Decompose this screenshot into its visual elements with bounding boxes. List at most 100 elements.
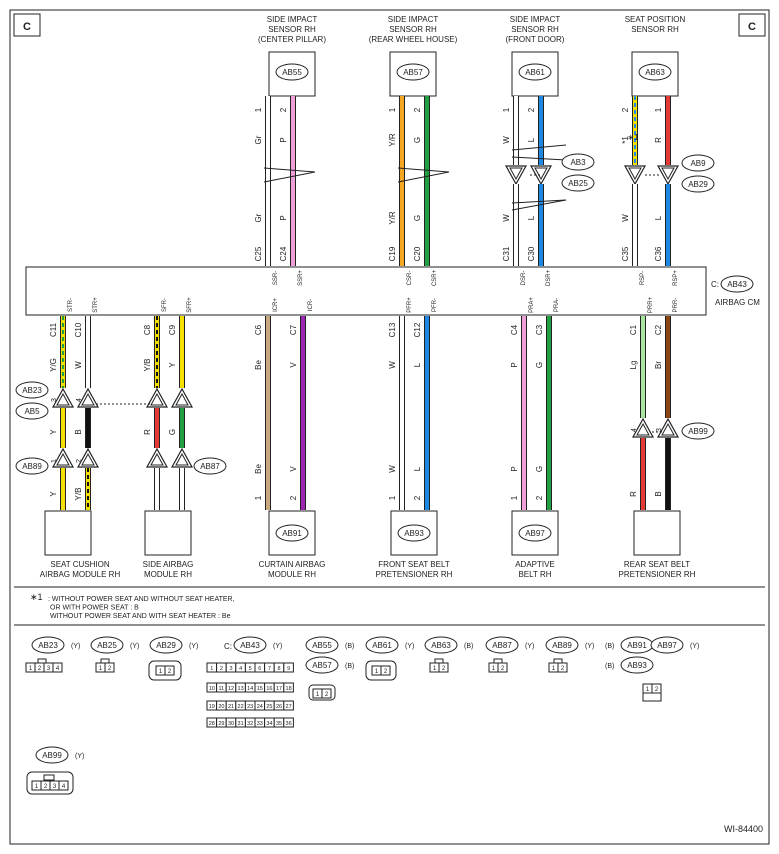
terminal-triangle-inner — [628, 167, 642, 181]
pin-cell — [164, 665, 175, 676]
pin-label: 2 — [442, 666, 446, 672]
connector-id: AB61 — [372, 641, 392, 650]
wire-color-code: R — [654, 137, 663, 143]
pin-label: 2 — [220, 666, 223, 672]
signal-name: PRA- — [554, 298, 560, 312]
pin-label: 36 — [286, 721, 292, 727]
pin-cell — [52, 662, 63, 673]
device-title: SENSOR RH — [389, 25, 437, 34]
device-title: BELT RH — [518, 570, 551, 579]
figure-id: WI-84400 — [724, 824, 763, 834]
connector-id: AB61 — [525, 68, 545, 77]
connector-type: (Y) — [273, 643, 282, 650]
pin-number: 1 — [502, 107, 511, 112]
wire-color-code: L — [527, 137, 536, 142]
device-title: SIDE IMPACT — [388, 15, 439, 24]
wire-color-code: V — [289, 362, 298, 368]
signal-name: PRR- — [673, 298, 679, 313]
device-connector — [275, 524, 309, 542]
terminal-triangle-inner — [150, 452, 164, 466]
connector-id: AB23 — [38, 641, 58, 650]
wire-color-code: Y/R — [388, 133, 397, 147]
joint-triangle — [170, 447, 194, 468]
pin-label: 3 — [229, 666, 232, 672]
pin-label: 2 — [655, 687, 659, 693]
terminal-triangle-inner — [175, 452, 189, 466]
terminal-code: C11 — [49, 322, 58, 337]
pin-label: 3 — [47, 666, 51, 672]
wire-color-code: B — [654, 491, 663, 496]
wire-color-code: P — [510, 466, 519, 471]
device-title: CURTAIN AIRBAG — [259, 560, 326, 569]
wire-color-code: L — [413, 362, 422, 367]
pin-label: 2 — [108, 666, 112, 672]
pin-number: 3 — [656, 428, 663, 432]
corner-box-left — [13, 13, 41, 37]
wire-color-code: Y/B — [143, 359, 152, 372]
joint-connector — [15, 402, 49, 420]
pin-number: 1 — [254, 495, 263, 500]
pin-label: 3 — [53, 784, 57, 790]
pin-number: 2 — [527, 107, 536, 112]
connector-id: AB87 — [200, 462, 220, 471]
signal-name: PRR+ — [648, 296, 654, 313]
joint-triangle — [170, 387, 194, 408]
pin-number: 1 — [51, 459, 58, 463]
wire-color-code: B — [74, 429, 83, 434]
pin-label: 4 — [62, 784, 66, 790]
legend-connector — [365, 636, 399, 654]
legend-connector — [545, 636, 579, 654]
pin-label: 8 — [277, 666, 280, 672]
terminal-triangle-inner — [661, 422, 675, 436]
wire-color-code: P — [510, 362, 519, 367]
terminal-code: C4 — [510, 324, 519, 335]
pin-number: 1 — [388, 107, 397, 112]
pin-number: 2 — [413, 107, 422, 112]
corner-box-right — [738, 13, 766, 37]
pin-label: 25 — [266, 704, 272, 710]
pin-label: 1 — [35, 784, 39, 790]
pin-cell — [58, 780, 69, 791]
latch — [434, 658, 444, 664]
wire-color-code: W — [388, 361, 397, 369]
connector-id: AB87 — [492, 641, 512, 650]
connector-id: AB93 — [627, 661, 647, 670]
pin-label: 1 — [210, 666, 213, 672]
joint-connector — [15, 457, 49, 475]
pin-number: 3 — [51, 398, 58, 402]
pin-label: 7 — [268, 666, 271, 672]
pin-label: 4 — [239, 666, 242, 672]
pin-label: 2 — [44, 784, 48, 790]
note-line: OR WITH POWER SEAT : B — [50, 605, 139, 612]
legend-connector — [305, 656, 339, 674]
note-line: : WITHOUT POWER SEAT AND WITHOUT SEAT HE… — [48, 596, 235, 603]
wire-color-code: W — [502, 214, 511, 222]
terminal-triangle-inner — [175, 392, 189, 406]
pin-label: 21 — [228, 704, 234, 710]
pin-label: 2 — [501, 666, 505, 672]
pin-label: 20 — [218, 704, 224, 710]
device-title: (CENTER PILLAR) — [258, 35, 326, 44]
connector-id: AB55 — [312, 641, 332, 650]
connector-id: AB5 — [24, 407, 40, 416]
pin-label: 33 — [257, 721, 263, 727]
wire-color-code: G — [413, 215, 422, 221]
signal-name: SSR- — [273, 271, 279, 285]
pin-number: 2 — [621, 107, 630, 112]
signal-name: PFR- — [432, 298, 438, 312]
joint-connector — [681, 422, 715, 440]
pin-number: 1 — [510, 495, 519, 500]
signal-name: STR+ — [93, 297, 99, 313]
pin-label: 35 — [276, 721, 282, 727]
signal-name: SSR+ — [298, 270, 304, 286]
connector-type: (Y) — [75, 753, 84, 760]
module-box — [144, 510, 192, 556]
connector-id: AB9 — [690, 159, 706, 168]
pin-label: 2 — [325, 692, 329, 698]
device-connector — [518, 63, 552, 81]
device-title: FRONT SEAT BELT — [378, 560, 450, 569]
device-connector — [397, 524, 431, 542]
airbag-cm-connector — [720, 275, 754, 293]
pin-number: 2 — [535, 495, 544, 500]
pin-label: 1 — [492, 666, 496, 672]
